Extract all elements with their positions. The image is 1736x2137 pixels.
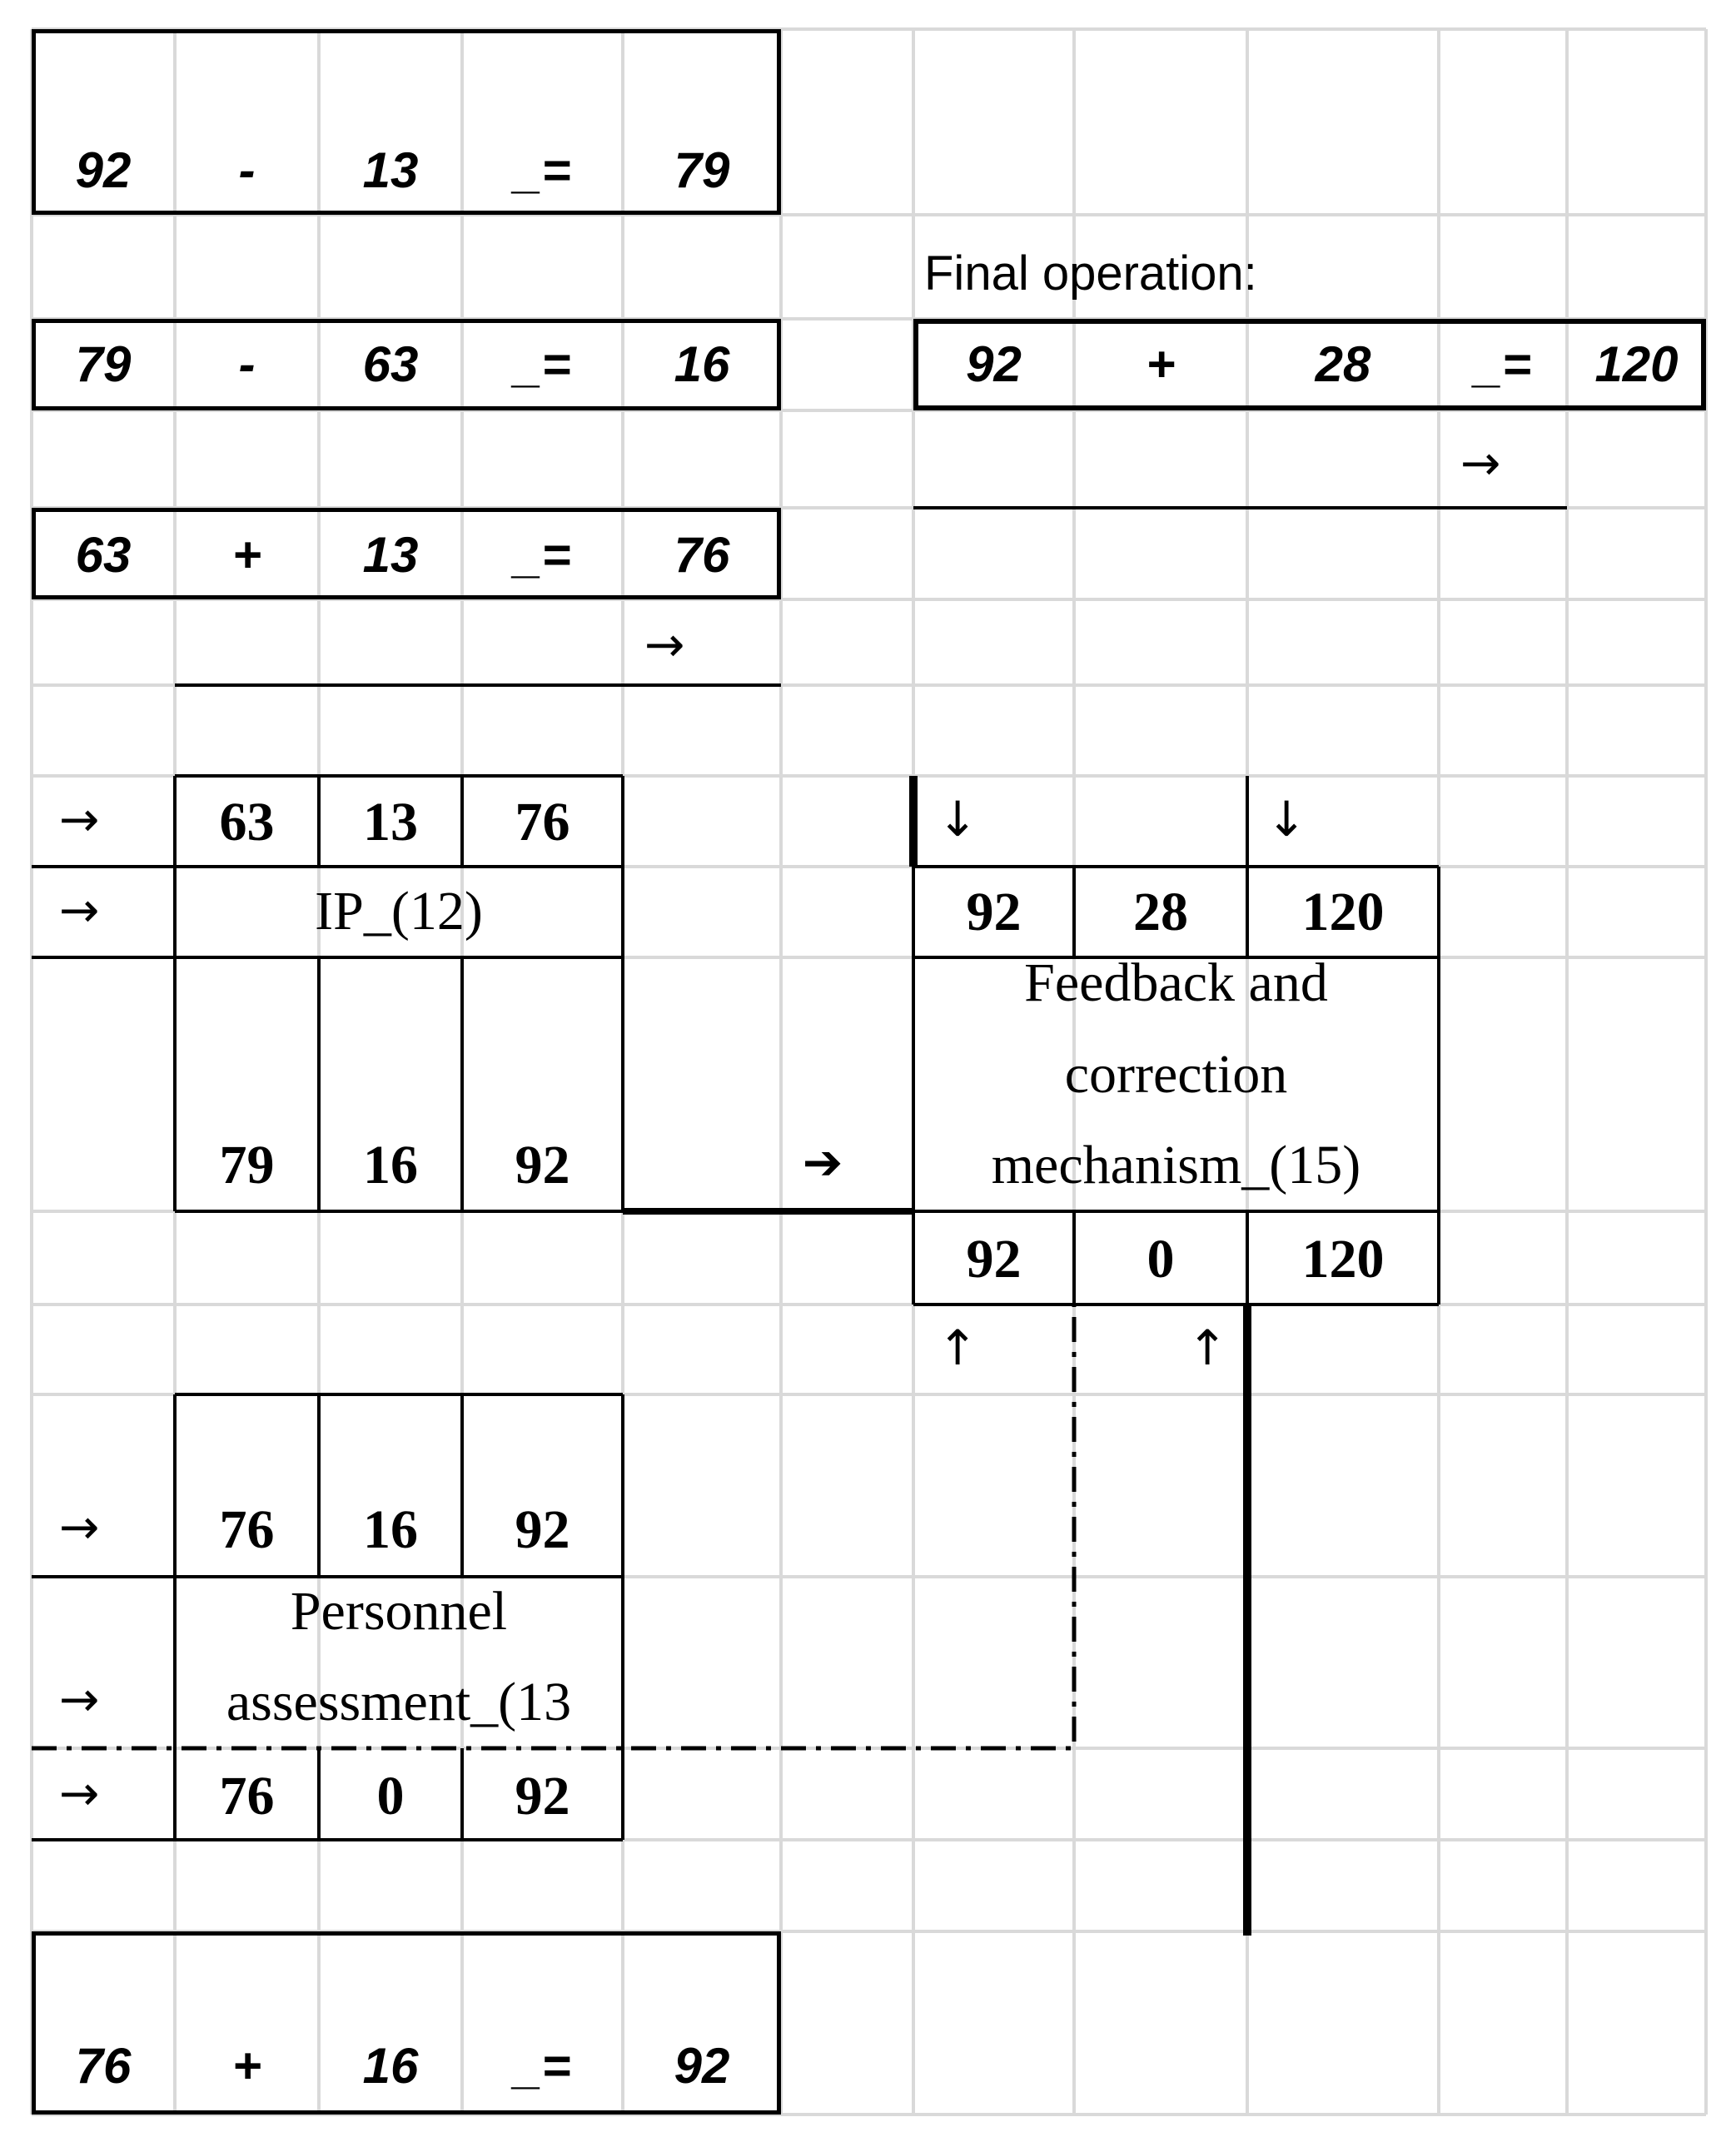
personnel-bottom-2: 0 [376, 1766, 405, 1826]
feedback-label-line-3: mechanism_(15) [991, 1135, 1361, 1195]
eq1-result: 79 [674, 142, 730, 198]
eq4-a: 76 [75, 2038, 132, 2094]
feedback-top-3: 120 [1301, 882, 1385, 942]
eq1-b: 13 [362, 142, 419, 198]
eq4-result: 92 [674, 2038, 730, 2094]
eq2-a: 79 [75, 336, 132, 392]
eq3-result: 76 [674, 527, 730, 583]
personnel-bottom-3: 92 [515, 1766, 570, 1826]
personnel-arrow-right-icon-3: → [58, 1765, 100, 1821]
final-equation-box [913, 319, 1706, 410]
feedback-bottom-2: 0 [1147, 1229, 1175, 1290]
feedback-arrow-down-icon-2: ↓ [1266, 791, 1307, 847]
eq4-op: + [231, 2038, 262, 2094]
feedback-arrow-up-icon-1: ↑ [937, 1319, 978, 1376]
final-arrow-right-icon: → [1460, 435, 1501, 491]
final-result: 120 [1594, 336, 1679, 392]
feedback-label-line-2: correction [1064, 1044, 1288, 1105]
personnel-arrow-right-icon-1: → [58, 1498, 100, 1555]
ip-bottom-2: 16 [363, 1135, 418, 1195]
final-b: 28 [1315, 336, 1371, 392]
eq2-eq: _= [514, 336, 571, 392]
connector-arrow-right-icon: ➔ [802, 1134, 843, 1190]
personnel-label-line-1: Personnel [290, 1581, 508, 1642]
ip-arrow-right-icon-1: → [58, 791, 100, 847]
equation-box-1 [32, 29, 781, 215]
feedback-top-2: 28 [1133, 882, 1188, 942]
personnel-label-line-2: assessment_(13 [226, 1672, 572, 1732]
feedback-label-line-1: Feedback and [1024, 952, 1328, 1013]
eq4-eq: _= [514, 2038, 571, 2094]
ip-top-2: 13 [363, 792, 418, 852]
personnel-top-3: 92 [515, 1499, 570, 1560]
equation-box-4 [32, 1931, 781, 2115]
final-a: 92 [966, 336, 1022, 392]
feedback-bottom-3: 120 [1301, 1229, 1385, 1290]
feedback-bottom-1: 92 [966, 1229, 1022, 1290]
eq3-a: 63 [75, 527, 132, 583]
personnel-top-2: 16 [363, 1499, 418, 1560]
eq4-b: 16 [362, 2038, 419, 2094]
eq2-op: - [238, 336, 256, 392]
eq2-b: 63 [362, 336, 419, 392]
eq2-result: 16 [674, 336, 730, 392]
eq3-arrow-right-icon: → [644, 616, 685, 673]
ip-top-1: 63 [219, 792, 275, 852]
eq1-eq: _= [514, 142, 571, 198]
final-eq: _= [1474, 336, 1532, 392]
eq3-b: 13 [362, 527, 419, 583]
ip-bottom-3: 92 [515, 1135, 570, 1195]
eq1-a: 92 [75, 142, 132, 198]
ip-arrow-right-icon-2: → [58, 882, 100, 938]
eq1-op: - [238, 142, 256, 198]
personnel-top-1: 76 [219, 1499, 275, 1560]
final-operation-label: Final operation: [924, 246, 1257, 301]
eq3-op: + [231, 527, 262, 583]
equation-box-2 [32, 319, 781, 410]
ip-top-3: 76 [515, 792, 570, 852]
eq3-eq: _= [514, 527, 571, 583]
equation-box-3 [32, 508, 781, 599]
personnel-arrow-right-icon-2: → [58, 1671, 100, 1727]
personnel-bottom-1: 76 [219, 1766, 275, 1826]
feedback-top-1: 92 [966, 882, 1022, 942]
feedback-arrow-down-icon-1: ↓ [937, 791, 978, 847]
ip-bottom-1: 79 [219, 1135, 275, 1195]
ip-block-label: IP_(12) [315, 881, 483, 942]
feedback-arrow-up-icon-2: ↑ [1186, 1319, 1228, 1376]
final-op: + [1146, 336, 1176, 392]
